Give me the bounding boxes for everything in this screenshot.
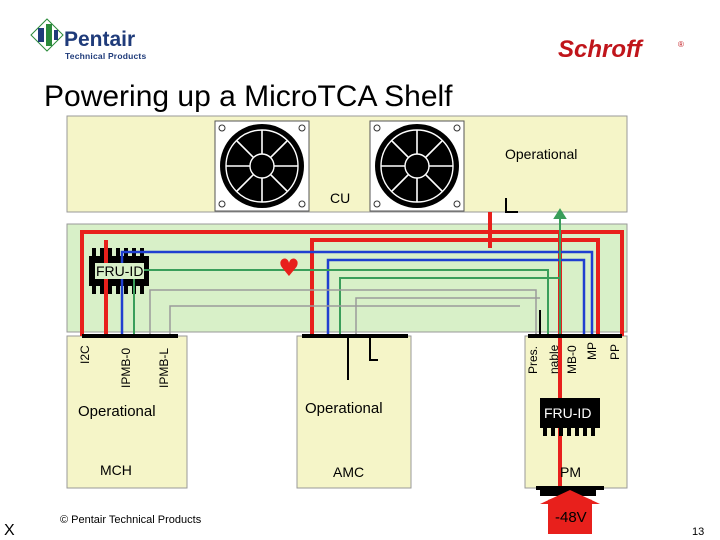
pm-signal-pp: PP (608, 343, 622, 360)
pentair-brand-sub: Technical Products (65, 51, 147, 61)
amc-status: Operational (305, 400, 383, 417)
fan-right-icon (369, 120, 465, 212)
pm-label: PM (560, 464, 581, 480)
cu-panel (66, 115, 628, 213)
mgmt-lines (133, 208, 567, 336)
mch-signal-ipmb0: IPMB-0 (119, 347, 133, 388)
mch-signal-i2c: I2C (78, 345, 92, 364)
pm-signal-enable: nable (547, 344, 561, 374)
pm-fru-label: FRU-ID (544, 405, 592, 421)
pm-signal-mp: MP (585, 342, 599, 360)
page-title: Powering up a MicroTCA Shelf (44, 80, 453, 113)
page-number: 13 (692, 526, 705, 538)
connector-stubs (82, 198, 622, 380)
pm-signal-pres: Pres. (526, 345, 540, 374)
copyright: © Pentair Technical Products (60, 514, 202, 526)
ipmb-lines (120, 250, 594, 336)
cu-label: CU (330, 190, 351, 206)
corner-mark: X (4, 522, 15, 539)
pentair-brand: Pentair (64, 28, 136, 51)
mch-signal-ipmbl: IPMB-L (157, 347, 171, 388)
amc-label: AMC (333, 464, 365, 480)
power-lines (80, 212, 624, 496)
presence-lines (149, 289, 540, 336)
pm-power-input (536, 486, 604, 534)
mch-status: Operational (78, 403, 156, 420)
pm-input-voltage: -48V (555, 509, 587, 526)
pm-fru-chip (540, 398, 600, 436)
backplane-fru-label: FRU-ID (95, 263, 145, 279)
mch-label: MCH (100, 462, 132, 478)
heart-icon: ♥ (278, 254, 300, 282)
fan-left-icon (214, 120, 310, 212)
mch-panel (66, 335, 188, 489)
registered-mark: ® (678, 40, 684, 49)
pentair-logo-icon (30, 18, 64, 52)
pm-signal-mb0: MB-0 (565, 345, 579, 374)
cu-status: Operational (505, 146, 578, 162)
schroff-brand: Schroff (558, 36, 642, 63)
